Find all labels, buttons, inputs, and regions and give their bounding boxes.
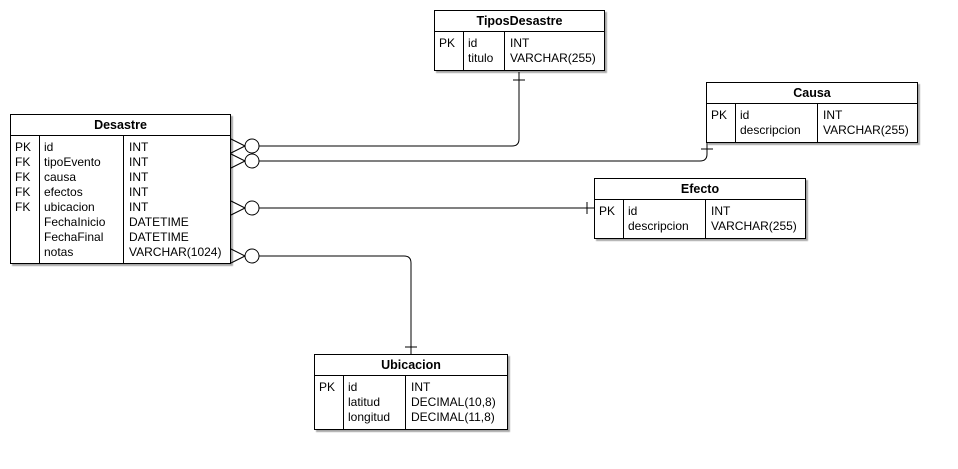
key-column: PK FK FK FK FK (11, 136, 39, 264)
field-cell: FechaFinal (44, 230, 104, 244)
type-cell: INT (129, 200, 149, 214)
field-cell: descripcion (740, 123, 801, 137)
field-column: id descripcion (735, 104, 817, 143)
entity-desastre[interactable]: Desastre PK FK FK FK FK id tipoEvento ca… (10, 114, 231, 264)
type-cell: VARCHAR(255) (510, 51, 596, 65)
type-column: INT VARCHAR(255) (817, 104, 917, 143)
key-cell: FK (15, 200, 31, 214)
type-cell: INT (411, 380, 431, 394)
relationship-desastre-causa (230, 142, 713, 169)
key-cell (15, 245, 39, 260)
key-cell: FK (15, 185, 31, 199)
key-cell: PK (15, 140, 32, 154)
field-cell: id (348, 380, 358, 394)
type-column: INT INT INT INT INT DATETIME DATETIME VA… (123, 136, 230, 264)
field-cell: latitud (348, 395, 381, 409)
type-cell: INT (510, 36, 530, 50)
type-cell: INT (129, 185, 149, 199)
type-cell: INT (129, 140, 149, 154)
type-cell: INT (711, 204, 731, 218)
entity-efecto[interactable]: Efecto PK id descripcion INT VARCHAR(255… (594, 178, 806, 239)
type-cell: VARCHAR(1024) (129, 245, 222, 259)
field-cell: id (740, 108, 750, 122)
type-cell: DECIMAL(11,8) (411, 410, 495, 424)
entity-tiposdesastre[interactable]: TiposDesastre PK id titulo INT VARCHAR(2… (434, 10, 605, 71)
field-cell: tipoEvento (44, 155, 101, 169)
type-cell: DECIMAL(10,8) (411, 395, 496, 409)
field-cell: descripcion (628, 219, 689, 233)
field-cell: ubicacion (44, 200, 95, 214)
key-cell: FK (15, 155, 31, 169)
field-cell: id (44, 140, 54, 154)
entity-ubicacion[interactable]: Ubicacion PK id latitud longitud INT DEC… (314, 354, 508, 430)
entity-title: Desastre (11, 115, 230, 136)
field-cell: causa (44, 170, 77, 184)
key-cell: PK (319, 380, 336, 394)
key-cell (15, 215, 39, 230)
type-cell: INT (129, 170, 149, 184)
field-cell: FechaInicio (44, 215, 106, 229)
field-cell: id (628, 204, 638, 218)
key-cell: FK (15, 170, 31, 184)
relationship-desastre-ubicacion (230, 248, 417, 354)
entity-causa[interactable]: Causa PK id descripcion INT VARCHAR(255) (706, 82, 918, 143)
field-cell: efectos (44, 185, 83, 199)
type-cell: DATETIME (129, 215, 189, 229)
key-cell: PK (599, 204, 616, 218)
field-cell: id (468, 36, 478, 50)
field-column: id tipoEvento causa efectos ubicacion Fe… (39, 136, 123, 264)
entity-title: Efecto (595, 179, 805, 200)
key-column: PK (595, 200, 623, 239)
relationship-desastre-tiposdesastre (230, 72, 525, 154)
entity-title: Causa (707, 83, 917, 104)
type-cell: VARCHAR(255) (823, 123, 909, 137)
field-cell: notas (44, 245, 74, 259)
field-column: id latitud longitud (343, 376, 405, 430)
type-column: INT VARCHAR(255) (705, 200, 805, 239)
entity-title: Ubicacion (315, 355, 507, 376)
entity-title: TiposDesastre (435, 11, 604, 32)
field-column: id titulo (463, 32, 504, 71)
type-cell: DATETIME (129, 230, 189, 244)
key-column: PK (315, 376, 343, 430)
key-column: PK (435, 32, 463, 71)
type-column: INT VARCHAR(255) (504, 32, 604, 71)
type-cell: INT (823, 108, 843, 122)
key-column: PK (707, 104, 735, 143)
relationship-desastre-efecto (230, 200, 594, 216)
type-cell: INT (129, 155, 149, 169)
type-column: INT DECIMAL(10,8) DECIMAL(11,8) (405, 376, 507, 430)
field-cell: titulo (468, 51, 494, 65)
key-cell: PK (711, 108, 728, 122)
key-cell: PK (439, 36, 456, 50)
type-cell: VARCHAR(255) (711, 219, 797, 233)
field-cell: longitud (348, 410, 391, 424)
key-cell (15, 230, 39, 245)
field-column: id descripcion (623, 200, 705, 239)
